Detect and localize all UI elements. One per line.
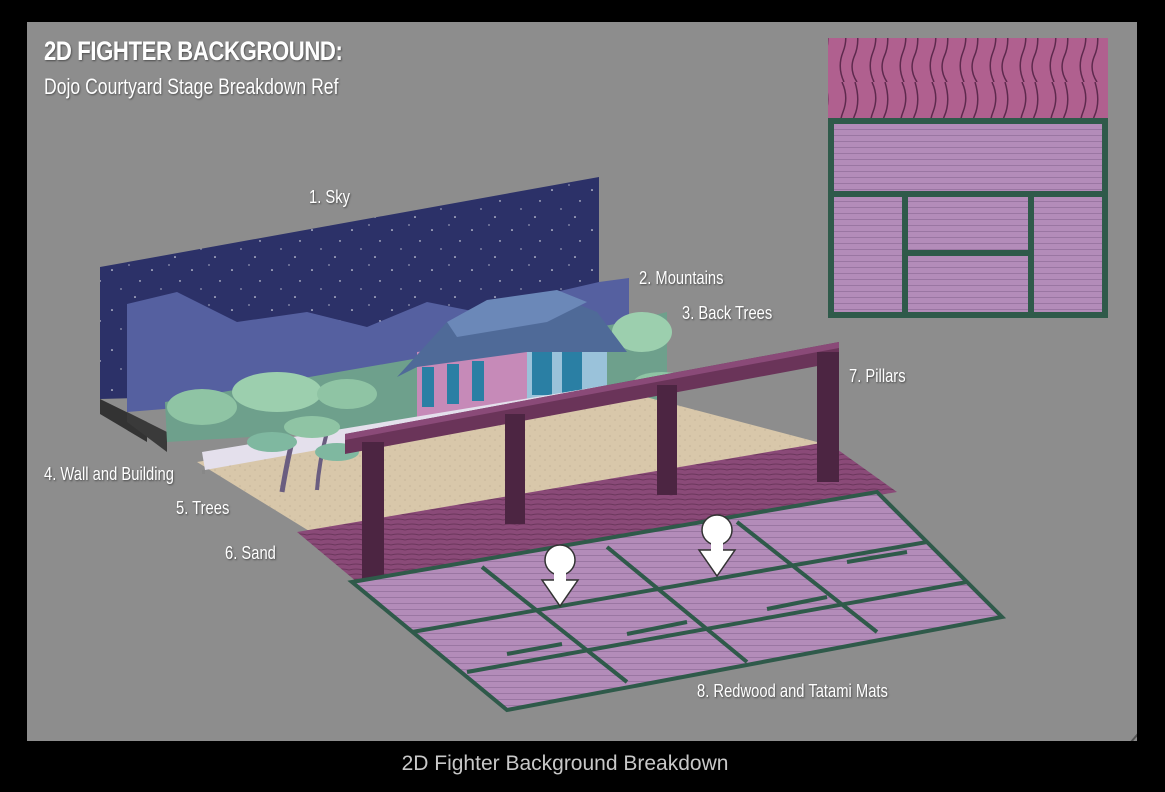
page-subtitle: Dojo Courtyard Stage Breakdown Ref	[44, 74, 339, 99]
redwood-floor	[297, 442, 897, 582]
pillars	[345, 342, 839, 582]
tatami-floor	[347, 489, 1007, 713]
page-caption: 2D Fighter Background Breakdown	[401, 752, 729, 775]
label-floor: 8. Redwood and Tatami Mats	[697, 681, 888, 701]
down-arrow-icon	[697, 514, 737, 578]
label-sky: 1. Sky	[309, 187, 351, 207]
page-title: 2D FIGHTER BACKGROUND:	[44, 36, 343, 66]
down-arrow-icon	[540, 544, 580, 608]
building	[397, 290, 627, 422]
stage-illustration	[100, 38, 1108, 713]
label-trees: 5. Trees	[176, 498, 230, 518]
label-pillars: 7. Pillars	[849, 366, 906, 386]
label-mountains: 2. Mountains	[639, 268, 724, 288]
label-wall-building: 4. Wall and Building	[44, 464, 174, 484]
label-back-trees: 3. Back Trees	[682, 303, 773, 323]
label-sand: 6. Sand	[225, 543, 276, 563]
tatami-layout-reference	[828, 38, 1108, 318]
breakdown-panel: 2D FIGHTER BACKGROUND: Dojo Courtyard St…	[27, 22, 1137, 741]
